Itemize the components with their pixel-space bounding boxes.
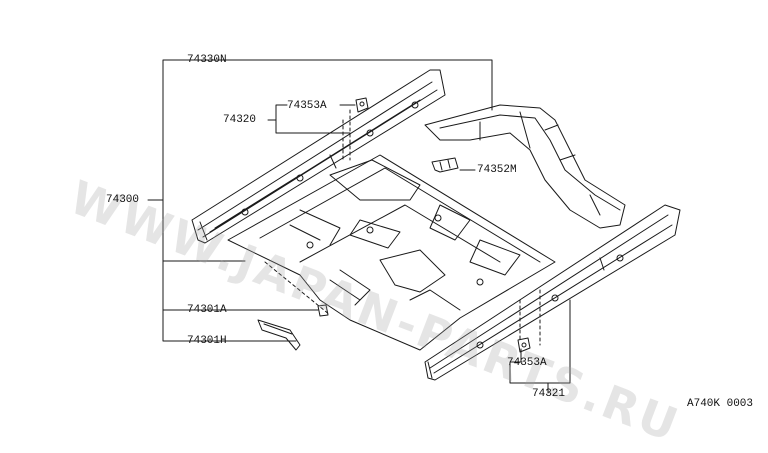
part-label-74353a-bottom: 74353A [507,357,547,369]
part-label-74300: 74300 [106,194,140,206]
part-label-74301a: 74301A [187,304,227,316]
floor-panel-diagram [147,59,681,394]
rear-member-part [424,104,626,229]
part-label-74330n: 74330N [187,54,227,66]
dashed-guides [264,109,541,346]
part-label-74320: 74320 [223,114,257,126]
left-sill-part [191,69,446,244]
right-sill-part [424,204,681,381]
part-label-74352m: 74352M [477,164,517,176]
reinforcement-part [257,319,301,351]
clip-part-top [355,97,369,113]
bracket-part [431,157,459,173]
clip-part-bottom [517,337,531,353]
floor-pan-part [227,154,556,351]
part-label-74321: 74321 [532,388,566,400]
small-clip-part [317,304,329,317]
callout-lines [147,59,571,394]
part-label-74353a-top: 74353A [287,100,327,112]
part-label-74301h: 74301H [187,335,227,347]
diagram-code: A740K 0003 [687,398,754,410]
